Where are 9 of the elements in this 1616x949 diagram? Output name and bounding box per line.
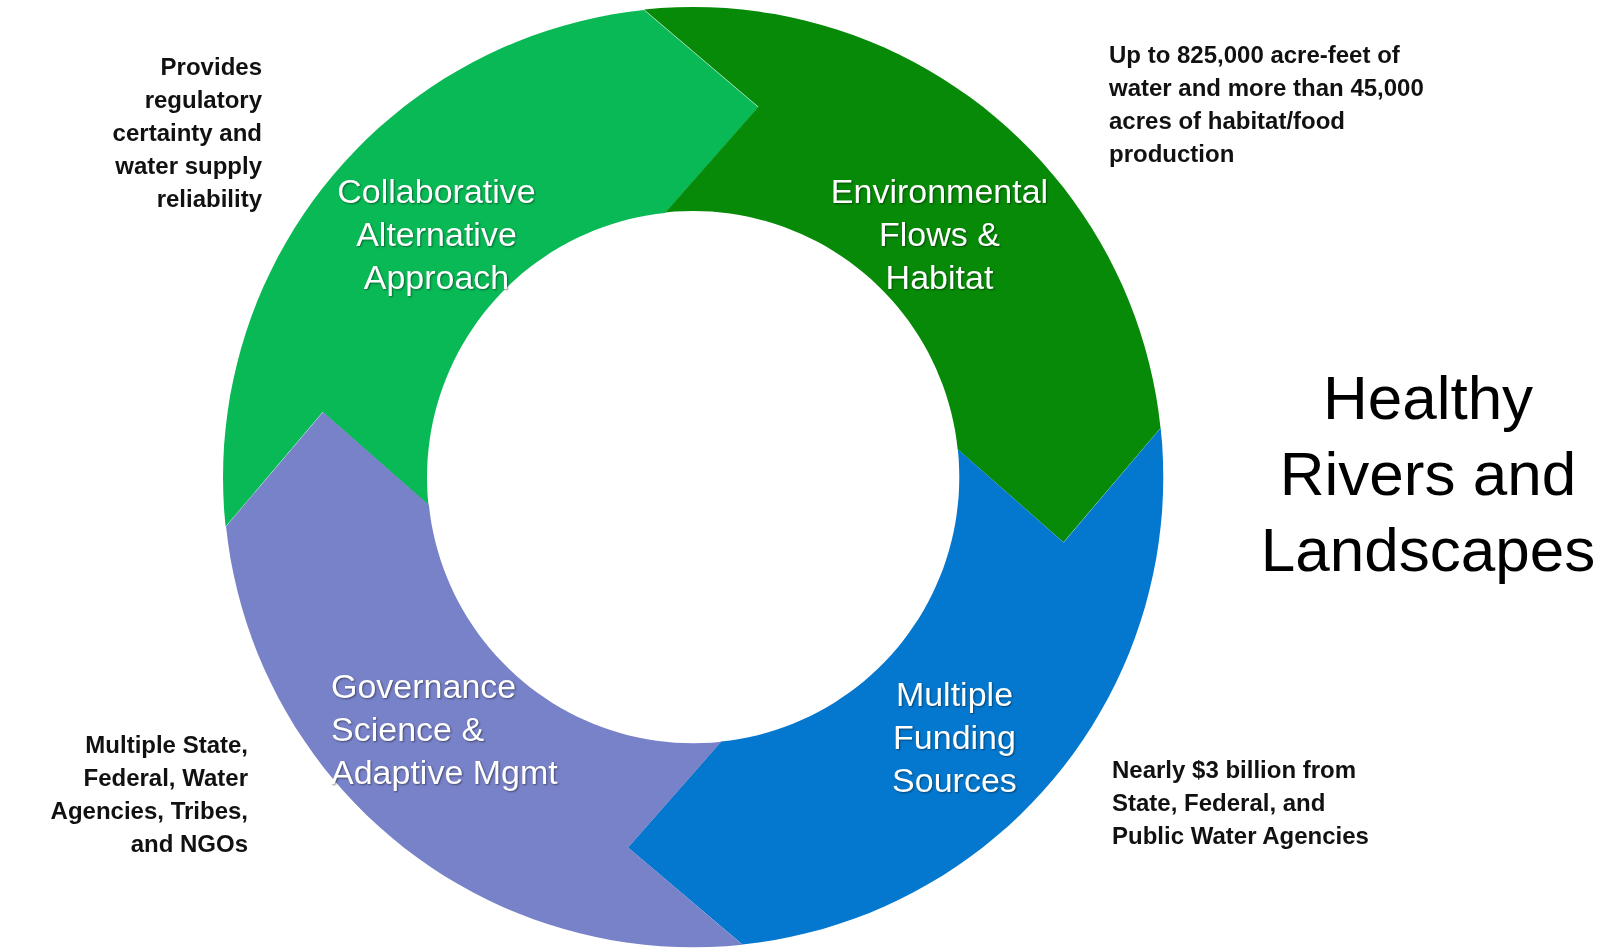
note-text: Up to 825,000 acre-feet of water and more than 45,000 acres of habitat/food production	[1109, 40, 1425, 169]
segment-label: Environmental Flows & Habitat	[829, 171, 1050, 298]
segment-label: Collaborative Alternative Approach	[336, 171, 537, 298]
note-text: Multiple State, Federal, Water Agencies, Tribes, and NGOs	[49, 730, 248, 859]
segment-label: Multiple Funding Sources	[891, 674, 1018, 801]
title: Healthy Rivers and Landscapes	[1259, 362, 1597, 586]
note-text: Provides regulatory certainty and water supply reliability	[111, 52, 262, 214]
segment-label: Governance Science & Adaptive Mgmt	[331, 666, 559, 793]
note-text: Nearly $3 billion from State, Federal, and Public Water Agencies	[1112, 755, 1370, 851]
